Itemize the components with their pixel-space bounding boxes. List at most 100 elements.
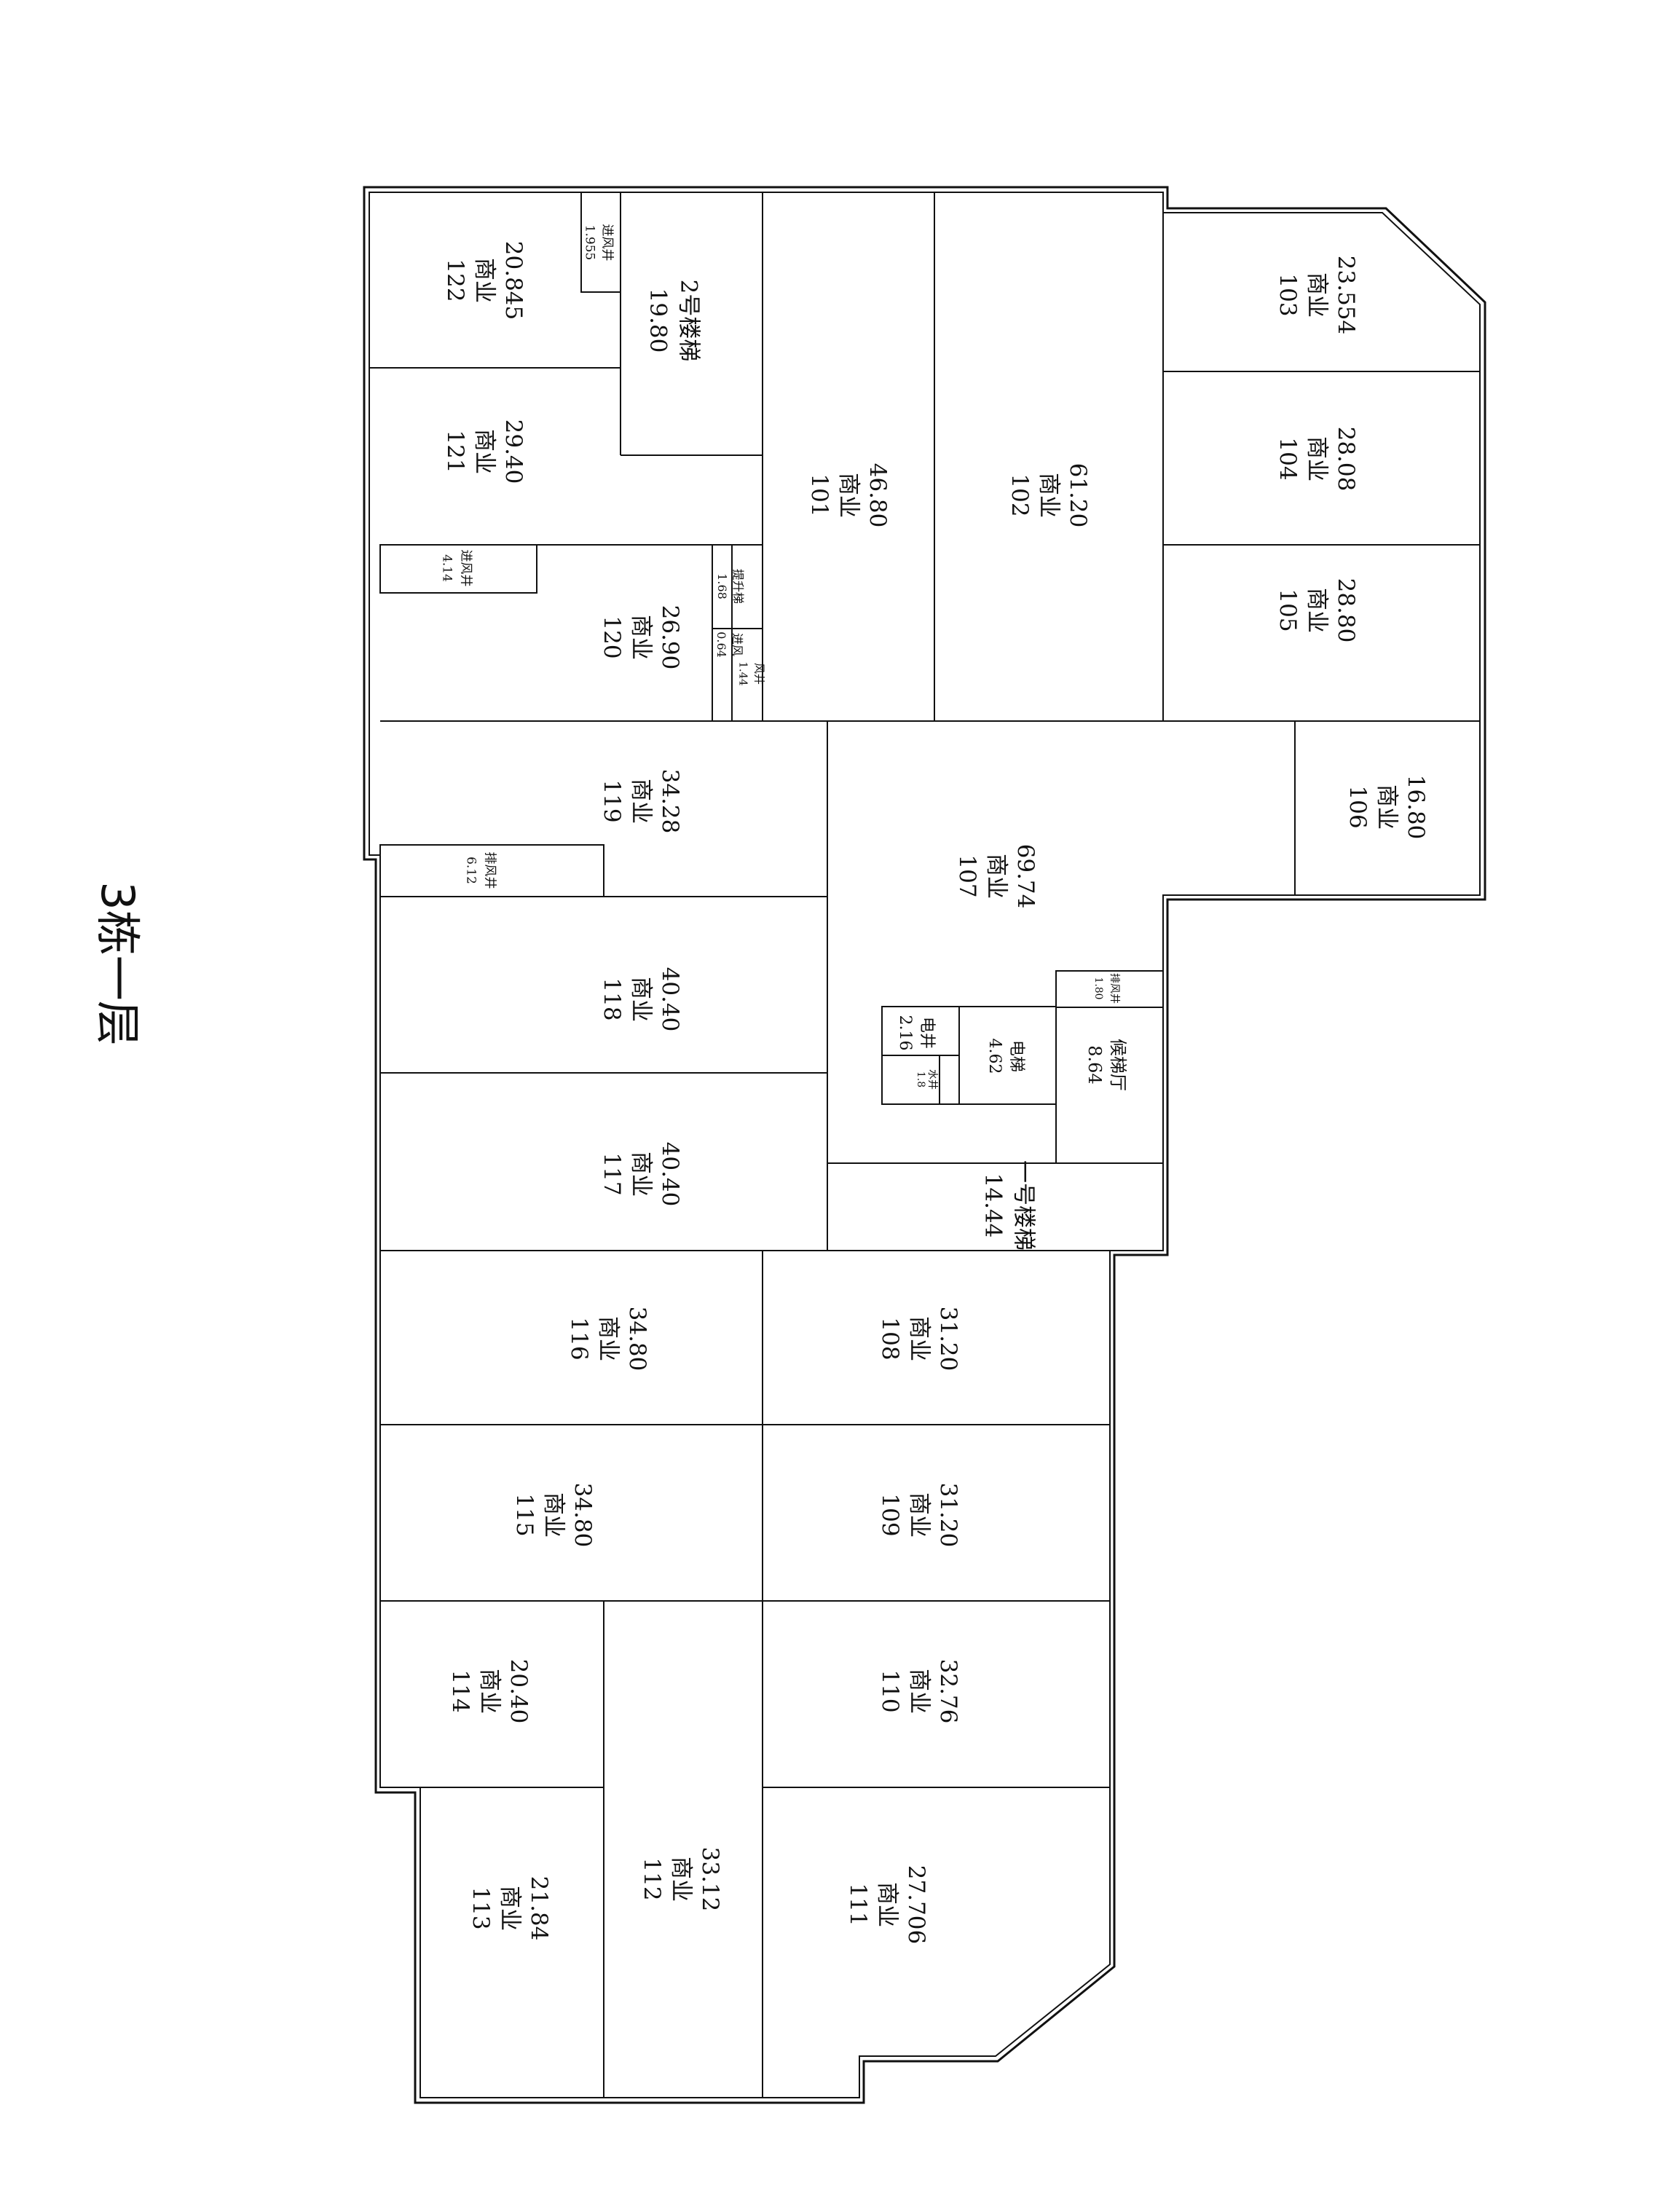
room-area: 23.554 [1333, 256, 1359, 334]
service-label: 进风井 [600, 224, 615, 261]
room-number: 108 [877, 1317, 903, 1360]
room-number: 105 [1275, 589, 1301, 631]
floor-title: 3栋一层 [91, 881, 144, 1045]
room-area: 34.80 [624, 1307, 650, 1371]
room-area: 46.80 [864, 463, 891, 528]
room-area: 21.84 [526, 1876, 552, 1941]
room-number: 102 [1007, 473, 1033, 516]
service-area: 1.955 [583, 225, 597, 261]
room-number: 119 [599, 779, 625, 822]
room-use-label: 商业 [595, 1316, 621, 1361]
room-area: 40.40 [657, 1142, 683, 1207]
room-area: 34.80 [570, 1483, 596, 1548]
service-label: 进风井 [459, 550, 473, 587]
room-use-label: 商业 [497, 1886, 523, 1931]
room-number: 118 [599, 977, 625, 1020]
service-area: 4.14 [440, 554, 454, 582]
room-area: 28.08 [1333, 427, 1359, 492]
room-number: 111 [845, 1883, 871, 1926]
room-use-label: 商业 [906, 1669, 932, 1714]
room-area: 61.20 [1065, 463, 1091, 528]
room-number: 120 [599, 615, 625, 658]
room-area: 29.40 [500, 420, 527, 484]
room-number: 114 [447, 1669, 473, 1712]
room-use-label: 商业 [471, 429, 497, 474]
room-area: 34.28 [657, 769, 683, 834]
service-label: 电梯 [1007, 1040, 1025, 1072]
building-outer-wall [363, 186, 1486, 2104]
room-number: 106 [1344, 785, 1371, 828]
service-area: 6.12 [464, 857, 478, 884]
room-use-label: 商业 [1304, 272, 1330, 318]
service-vent-small: 风井1.44 [737, 661, 766, 685]
room-area: 40.40 [657, 967, 683, 1032]
room-area: 33.12 [697, 1847, 723, 1912]
service-eshaft: 电井2.16 [896, 1015, 936, 1051]
room-use-label: 商业 [906, 1492, 932, 1538]
service-vent-in-120: 进风井 4.14 [440, 550, 473, 587]
room-number: 104 [1275, 437, 1301, 480]
service-label: 风井 [753, 663, 766, 685]
partition-walls [369, 192, 1480, 2098]
room-use-label: 商业 [835, 473, 862, 518]
room-number: 101 [806, 473, 832, 516]
service-vent-mid: 进风0.64 [714, 631, 744, 658]
room-use-label: 商业 [628, 779, 654, 824]
service-area: 14.44 [980, 1173, 1007, 1238]
room-area: 32.76 [935, 1659, 961, 1724]
room-number: 121 [442, 430, 468, 473]
service-wshaft: 水井1.8 [915, 1069, 938, 1090]
service-label: 进风 [730, 633, 744, 656]
room-number: 122 [442, 259, 468, 302]
service-area: 1.68 [715, 573, 729, 599]
room-use-label: 商业 [471, 258, 497, 303]
service-label: 候梯厅 [1108, 1039, 1128, 1091]
service-label: 一号楼梯 [1011, 1160, 1037, 1251]
room-use-label: 商业 [874, 1882, 900, 1927]
room-area: 27.706 [903, 1865, 929, 1944]
service-label: 2号楼梯 [676, 280, 702, 362]
room-area: 31.20 [935, 1483, 961, 1548]
room-area: 26.90 [657, 605, 683, 670]
room-area: 69.74 [1012, 844, 1039, 909]
room-number: 115 [511, 1493, 537, 1536]
room-number: 112 [639, 1857, 665, 1900]
room-area: 31.20 [935, 1307, 961, 1371]
service-area: 8.64 [1084, 1045, 1105, 1084]
service-area: 19.80 [645, 288, 671, 353]
room-use-label: 商业 [540, 1492, 567, 1538]
room-number: 107 [954, 854, 980, 897]
service-area: 1.80 [1092, 977, 1104, 999]
room-number: 110 [877, 1669, 903, 1712]
room-area: 20.845 [500, 241, 527, 320]
service-elevator: 电梯4.62 [985, 1039, 1025, 1074]
service-area: 1.44 [737, 661, 750, 685]
